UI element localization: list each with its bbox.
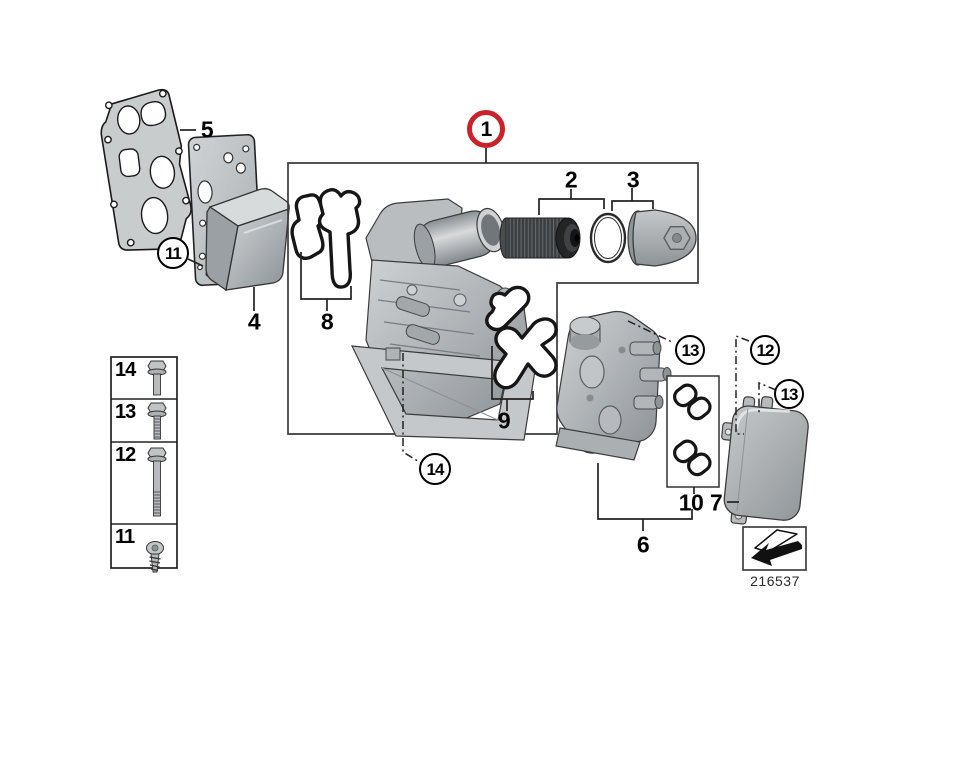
o-ring-cap-3-drawing — [589, 209, 697, 267]
view-direction-arrow-icon — [751, 529, 802, 566]
oil-cooler-4-drawing — [187, 133, 290, 292]
fastener-table-drawing — [110, 356, 178, 573]
part-label-8[interactable]: 8 — [320, 308, 334, 335]
heat-exchanger-7-drawing — [721, 396, 809, 525]
part-label-4[interactable]: 4 — [247, 308, 261, 335]
callout-part-1[interactable]: 1 — [467, 110, 505, 148]
gaskets-9-drawing — [485, 285, 558, 390]
hex-flange-bolt-threaded-icon — [147, 402, 167, 440]
gasket-5-drawing — [100, 88, 192, 251]
callout-part-13-b[interactable]: 13 — [774, 379, 804, 409]
leader-lines — [180, 129, 739, 531]
dash-dot-leaders — [402, 320, 777, 464]
hex-bolt-long-icon — [147, 447, 167, 517]
fastener-row-11-label[interactable]: 11 — [115, 526, 135, 548]
callout-part-13-a[interactable]: 13 — [675, 335, 705, 365]
callout-part-12[interactable]: 12 — [750, 335, 780, 365]
filter-element-2-drawing — [499, 217, 581, 259]
thermostat-housing-6-drawing — [555, 310, 672, 461]
fastener-row-13-label[interactable]: 13 — [115, 401, 136, 423]
self-tapping-screw-icon — [146, 541, 164, 573]
fastener-row-14-label[interactable]: 14 — [115, 359, 136, 381]
part-label-6[interactable]: 6 — [636, 531, 650, 558]
part-label-9[interactable]: 9 — [497, 407, 511, 434]
part-label-2[interactable]: 2 — [564, 166, 578, 193]
hex-flange-bolt-short-icon — [147, 360, 167, 396]
callout-part-14[interactable]: 14 — [419, 453, 451, 485]
filter-housing-drawing — [350, 198, 537, 441]
part-label-3[interactable]: 3 — [626, 166, 640, 193]
view-direction-box — [742, 526, 807, 571]
group-1-bounding-box — [287, 162, 699, 435]
fastener-row-12-label[interactable]: 12 — [115, 444, 136, 466]
drawing-number: 216537 — [750, 573, 800, 589]
gaskets-8-drawing — [290, 188, 362, 289]
callout-part-11[interactable]: 11 — [157, 237, 189, 269]
part-label-10[interactable]: 10 — [678, 489, 704, 516]
part-label-5[interactable]: 5 — [200, 116, 214, 143]
part-label-7[interactable]: 7 — [709, 489, 723, 516]
gaskets-10-box-drawing — [666, 375, 720, 488]
